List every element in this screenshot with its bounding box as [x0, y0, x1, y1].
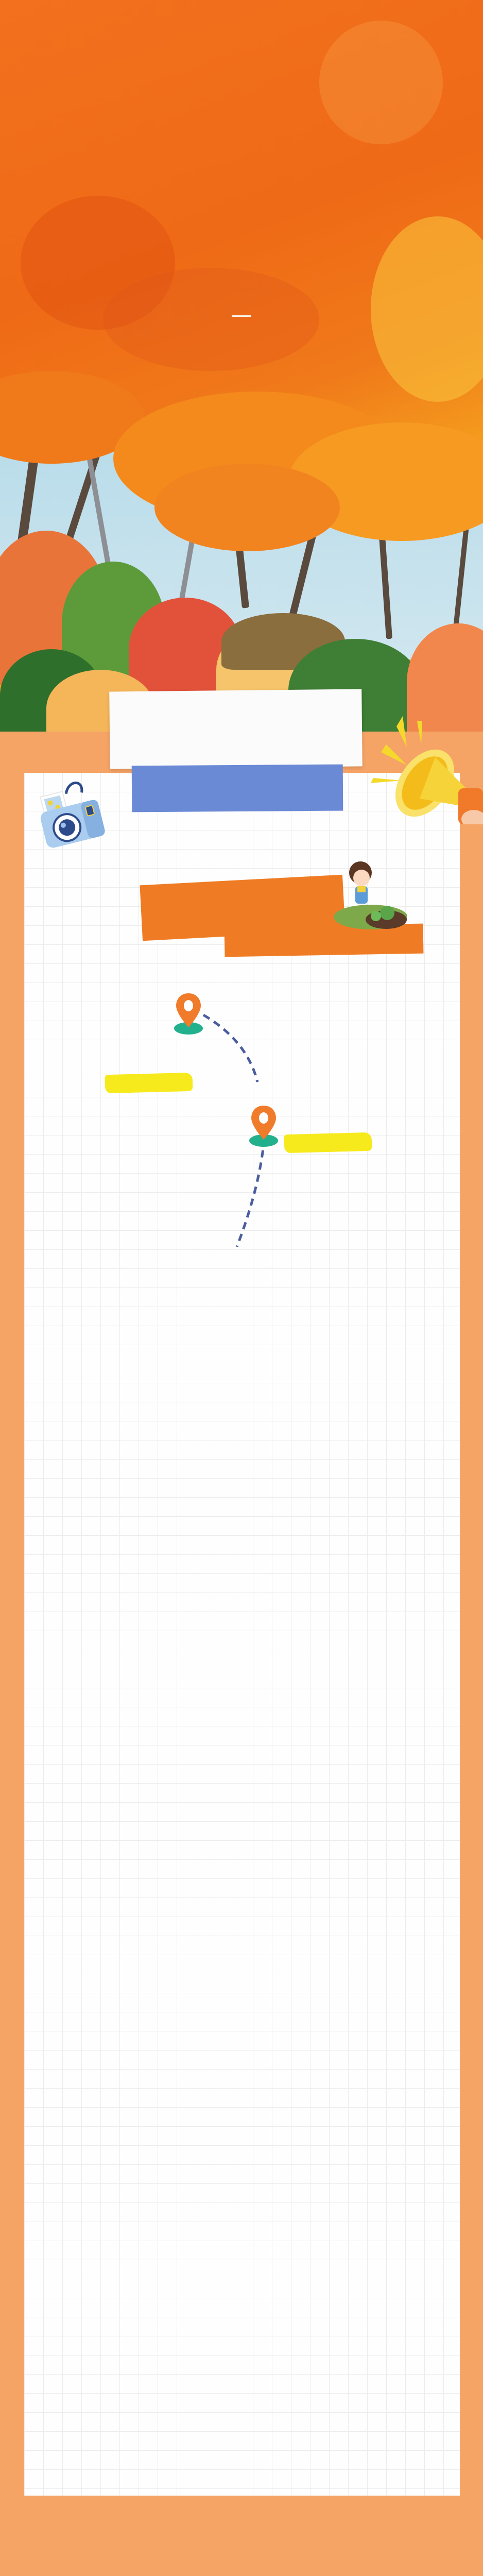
routes-panel: [24, 773, 460, 2496]
badge-tape: [131, 764, 343, 812]
bokeh-decoration: [103, 268, 319, 371]
megaphone-icon: [371, 716, 483, 824]
location-pin-icon: [249, 1106, 278, 1147]
bokeh-decoration: [21, 196, 175, 330]
location-pin-icon: [217, 1113, 246, 1154]
girl-gardening-icon: [334, 861, 407, 929]
tree-canopy: [154, 464, 340, 551]
camera-icon: [40, 782, 105, 848]
hero-divider: [232, 315, 251, 317]
hero-banner: [0, 0, 483, 732]
bokeh-decoration: [319, 21, 443, 144]
location-pin-icon: [174, 993, 203, 1035]
route-dash-line: [202, 1013, 267, 1247]
badge-paper: [109, 689, 363, 769]
bokeh-decoration: [371, 216, 483, 402]
